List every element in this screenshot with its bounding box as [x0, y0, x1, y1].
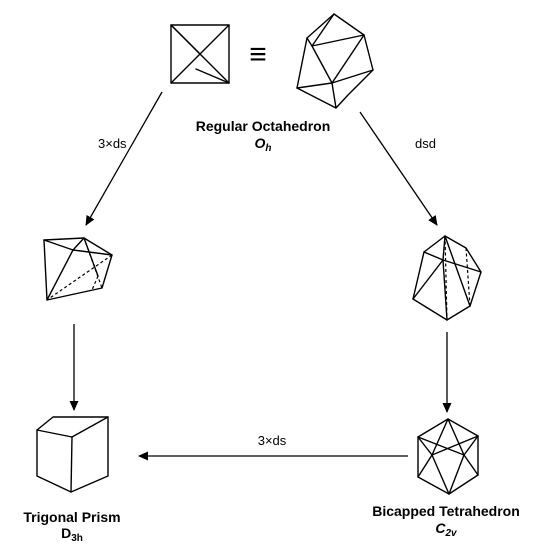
- bicapped-tetrahedron-shape: [417, 418, 479, 495]
- bicapped-tetrahedron-name: Bicapped Tetrahedron: [372, 503, 520, 519]
- trigonal-prism-symbol: D: [61, 525, 71, 541]
- intermediate-shape-left: [43, 237, 113, 301]
- arrow-label-bottom: 3×ds: [258, 433, 287, 448]
- arrow-octahedron-to-intermediate: [85, 91, 163, 226]
- intermediate-shape-right: [412, 235, 482, 321]
- arrow-label-left-down: 3×ds: [98, 136, 127, 151]
- octahedron-point-group: Oh: [255, 135, 272, 154]
- octahedron-symbol: O: [255, 135, 266, 151]
- octahedron-side-view-shape: [296, 13, 374, 109]
- octahedron-name: Regular Octahedron: [196, 118, 331, 134]
- trigonal-prism-name: Trigonal Prism: [23, 509, 120, 525]
- trigonal-prism-point-group: D3h: [61, 525, 83, 544]
- equivalence-symbol: ≡: [249, 38, 267, 71]
- bicapped-tetrahedron-point-group: C2v: [435, 520, 458, 539]
- octahedron-symbol-sub: h: [265, 143, 271, 154]
- trigonal-prism-symbol-sub: 3h: [71, 533, 83, 544]
- arrow-octahedron-to-intermediate-right: [359, 111, 438, 226]
- trigonal-prism-shape: [36, 416, 109, 493]
- octahedron-top-view-shape: [170, 24, 230, 84]
- arrow-label-right-down: dsd: [415, 136, 436, 151]
- bicapped-tetrahedron-symbol-sub: 2v: [445, 528, 459, 539]
- bicapped-tetrahedron-symbol: C: [435, 520, 446, 536]
